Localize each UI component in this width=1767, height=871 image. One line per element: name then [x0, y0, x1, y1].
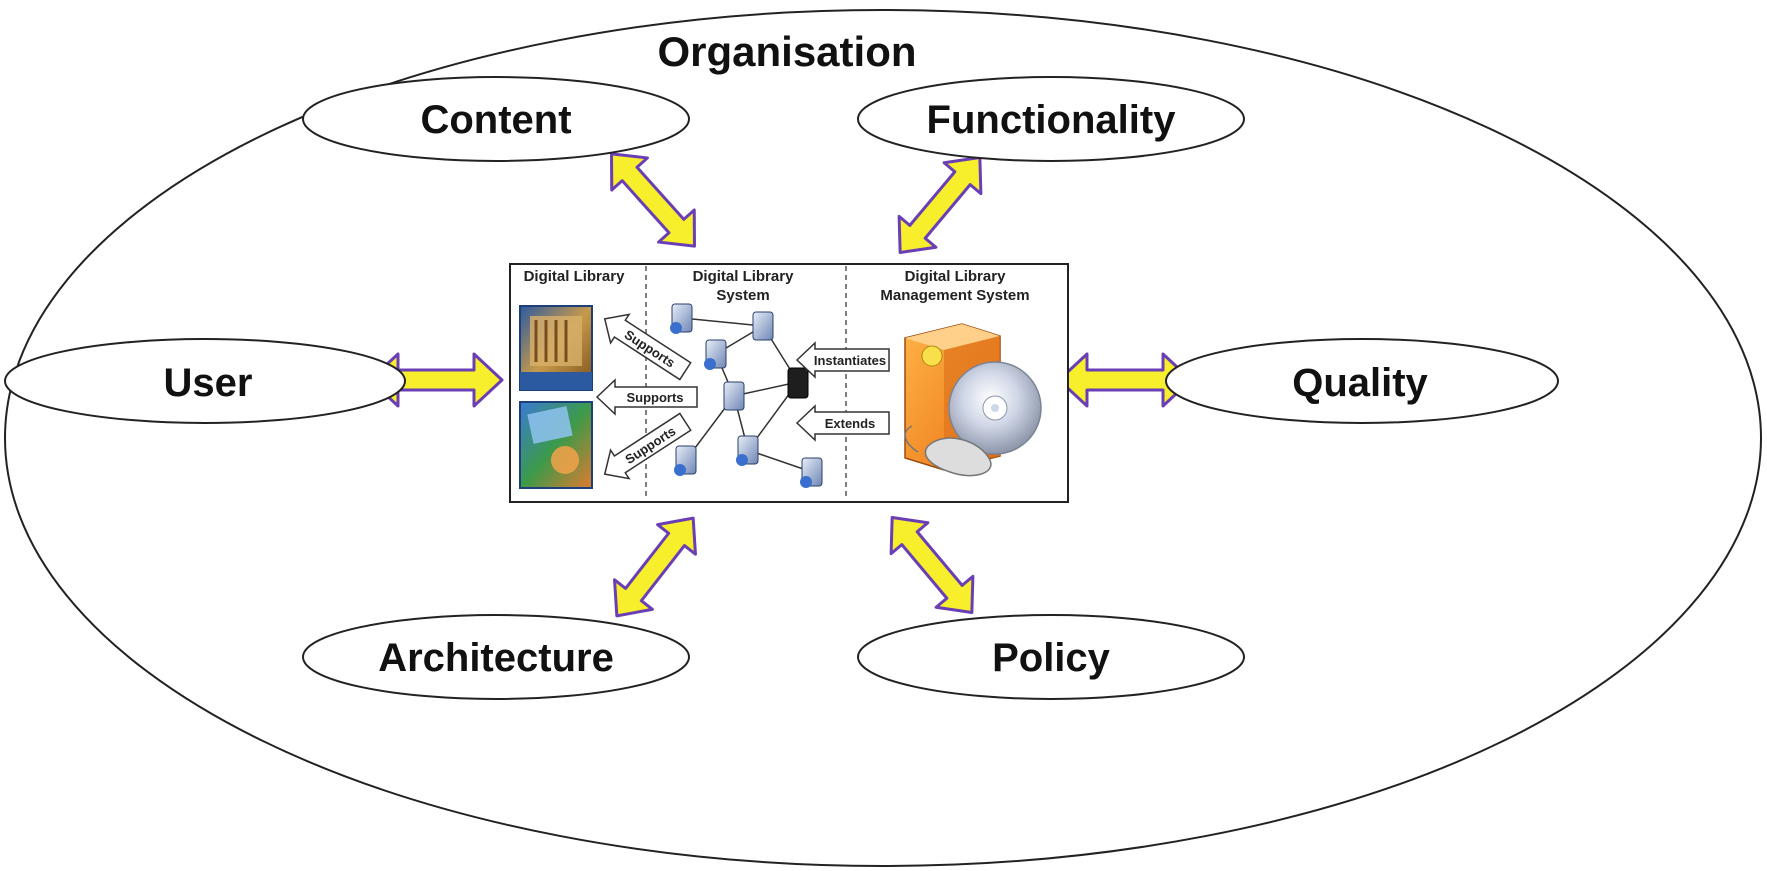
node-architecture: Architecture — [302, 614, 690, 700]
supports-mid-label: Supports — [626, 390, 683, 405]
node-user-label: User — [164, 361, 253, 405]
extends-label: Extends — [825, 416, 876, 431]
double-arrow-content — [610, 152, 696, 248]
server-icon — [736, 435, 759, 466]
server-icon — [800, 457, 823, 488]
double-arrow-user — [368, 352, 504, 408]
node-quality: Quality — [1165, 338, 1559, 424]
node-user: User — [4, 338, 406, 424]
center-panel: Digital Library Digital Library System D… — [509, 263, 1069, 503]
col-dlms-heading-line2: Management System — [880, 287, 1029, 304]
library-photo-1 — [519, 305, 593, 391]
arrows — [368, 152, 1193, 618]
server-icons — [670, 303, 823, 488]
supports-arrow-mid: Supports — [595, 378, 698, 416]
col-dls-heading-line1: Digital Library — [693, 268, 795, 285]
node-quality-label: Quality — [1292, 361, 1428, 405]
node-functionality-label: Functionality — [927, 98, 1177, 142]
node-policy: Policy — [857, 614, 1245, 700]
library-photo-2 — [519, 401, 593, 489]
double-arrow-policy — [889, 516, 975, 614]
node-functionality: Functionality — [857, 76, 1245, 162]
col-digital-library-heading: Digital Library — [524, 268, 626, 285]
server-icon — [723, 381, 745, 411]
server-icon — [752, 311, 774, 341]
mouse-icon — [904, 425, 992, 477]
cd-icon — [948, 361, 1042, 455]
node-content-label: Content — [420, 98, 571, 142]
double-arrow-architecture — [613, 516, 697, 618]
instantiates-label: Instantiates — [814, 353, 886, 368]
server-icon-dark — [787, 367, 809, 399]
instantiates-arrow: Instantiates — [795, 341, 890, 379]
col-dls-heading-line2: System — [716, 287, 769, 304]
server-icon — [674, 445, 697, 476]
col-dlms-heading-line1: Digital Library — [905, 268, 1007, 285]
extends-arrow: Extends — [795, 404, 890, 442]
organisation-label: Organisation — [657, 28, 916, 75]
server-icon — [670, 303, 693, 334]
node-content: Content — [302, 76, 690, 162]
node-architecture-label: Architecture — [378, 636, 614, 680]
node-policy-label: Policy — [992, 636, 1111, 680]
server-icon — [704, 339, 727, 370]
